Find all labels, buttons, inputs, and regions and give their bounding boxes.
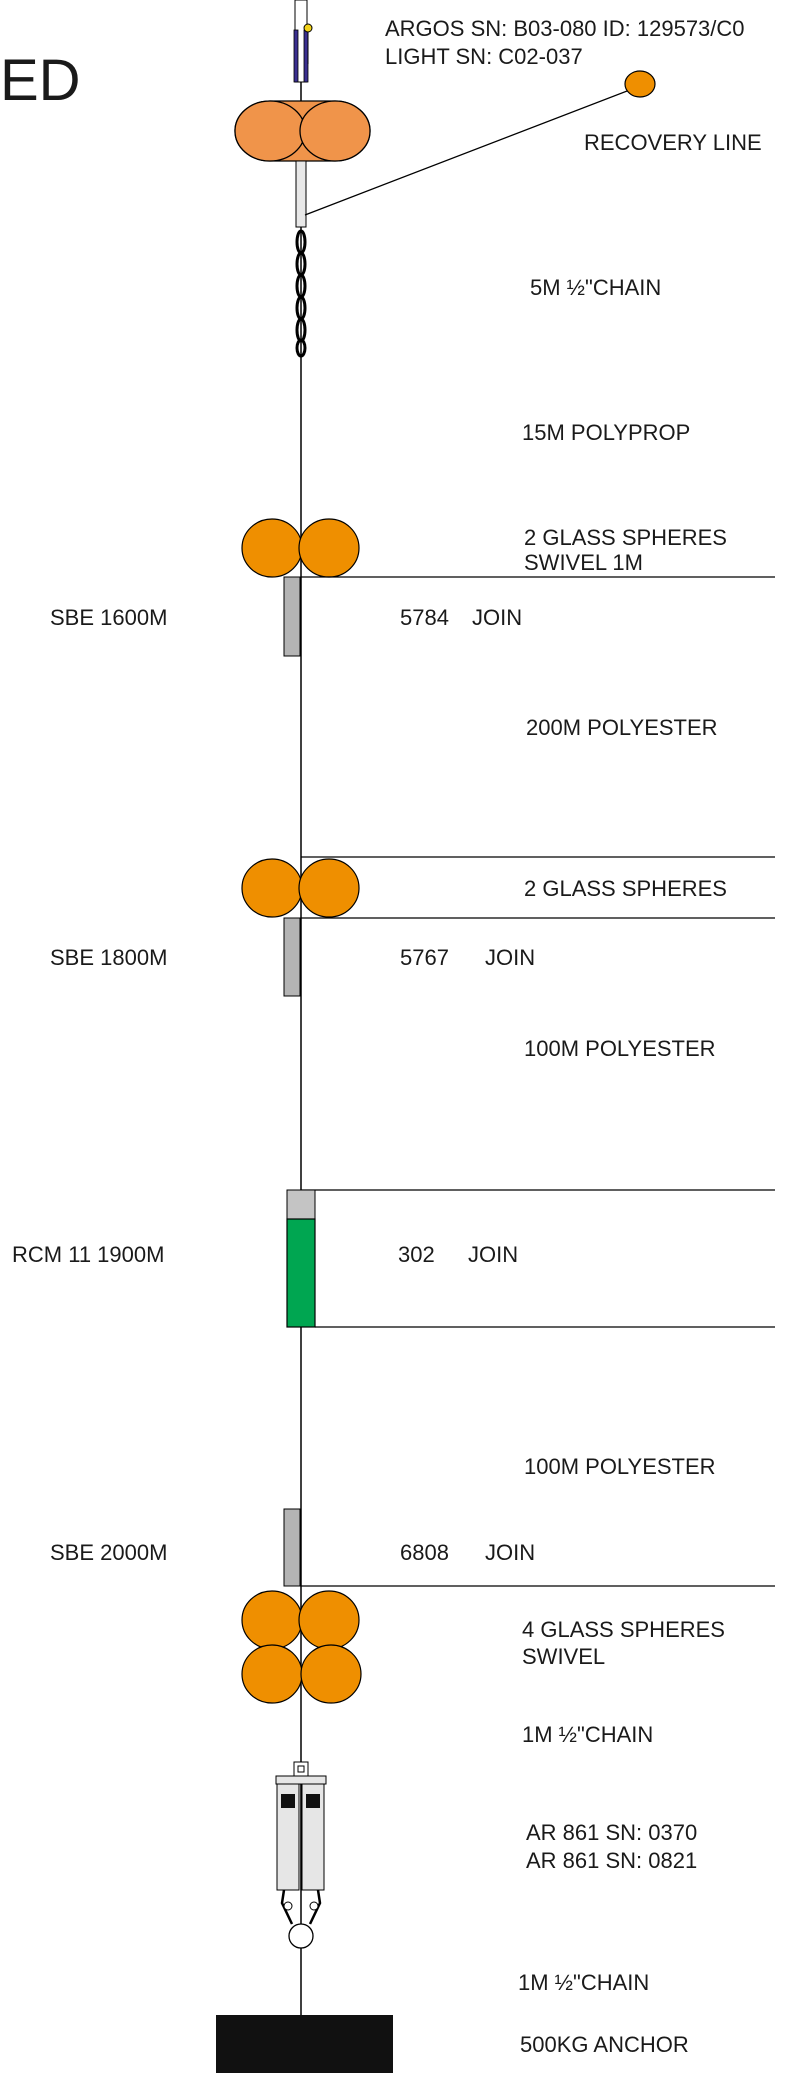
rcm-11-instrument	[286, 1218, 316, 1328]
sbe-1800-join: JOIN	[485, 945, 535, 970]
rcm-11-serial: 302	[398, 1242, 435, 1267]
release-1-label: AR 861 SN: 0370	[526, 1820, 697, 1845]
glass-spheres-3	[241, 1590, 362, 1704]
sbe-1800-serial: 5767	[400, 945, 449, 970]
release-2-label: AR 861 SN: 0821	[526, 1848, 697, 1873]
light-label: LIGHT SN: C02-037	[385, 44, 583, 69]
sbe-1600-instrument	[283, 576, 301, 657]
sbe-1800-instrument	[283, 917, 301, 997]
anchor-label: 500KG ANCHOR	[520, 2032, 689, 2057]
spheres-1-label: 2 GLASS SPHERES	[524, 525, 727, 550]
spheres-3-label: 4 GLASS SPHERES	[522, 1617, 725, 1642]
chain-3-label: 1M ½"CHAIN	[518, 1970, 649, 1995]
argos-label: ARGOS SN: B03-080 ID: 129573/C0	[385, 16, 745, 41]
spheres-3-swivel-label: SWIVEL	[522, 1644, 605, 1669]
sbe-2000-serial: 6808	[400, 1540, 449, 1565]
acoustic-releases	[275, 1761, 327, 1949]
rcm-11-join: JOIN	[468, 1242, 518, 1267]
sbe-2000-join: JOIN	[485, 1540, 535, 1565]
anchor-block	[216, 2015, 393, 2073]
rcm-11-head	[286, 1189, 316, 1220]
sbe-1600-join: JOIN	[472, 605, 522, 630]
sbe-1600-label: SBE 1600M	[50, 605, 167, 630]
segment-1-label: 200M POLYESTER	[526, 715, 718, 740]
spheres-2-label: 2 GLASS SPHERES	[524, 876, 727, 901]
rcm-11-label: RCM 11 1900M	[12, 1242, 164, 1267]
chain-top	[295, 229, 307, 358]
buoy-stem	[295, 160, 307, 228]
segment-2-label: 100M POLYESTER	[524, 1036, 716, 1061]
title-fragment: ED	[0, 48, 81, 113]
recovery-line-label: RECOVERY LINE	[584, 130, 762, 155]
polyprop-label: 15M POLYPROP	[522, 420, 690, 445]
sbe-2000-instrument	[283, 1508, 301, 1587]
chain-2-label: 1M ½"CHAIN	[522, 1722, 653, 1747]
glass-spheres-2	[241, 858, 360, 918]
segment-3-label: 100M POLYESTER	[524, 1454, 716, 1479]
chain-top-label: 5M ½"CHAIN	[530, 275, 661, 300]
sbe-2000-label: SBE 2000M	[50, 1540, 167, 1565]
sbe-1800-label: SBE 1800M	[50, 945, 167, 970]
glass-spheres-1	[241, 518, 360, 578]
recovery-line	[304, 85, 641, 216]
surface-buoy	[234, 100, 371, 162]
argos-beacon	[293, 0, 313, 83]
sbe-1600-serial: 5784	[400, 605, 449, 630]
recovery-float	[624, 70, 656, 98]
spheres-1-swivel-label: SWIVEL 1M	[524, 550, 643, 575]
